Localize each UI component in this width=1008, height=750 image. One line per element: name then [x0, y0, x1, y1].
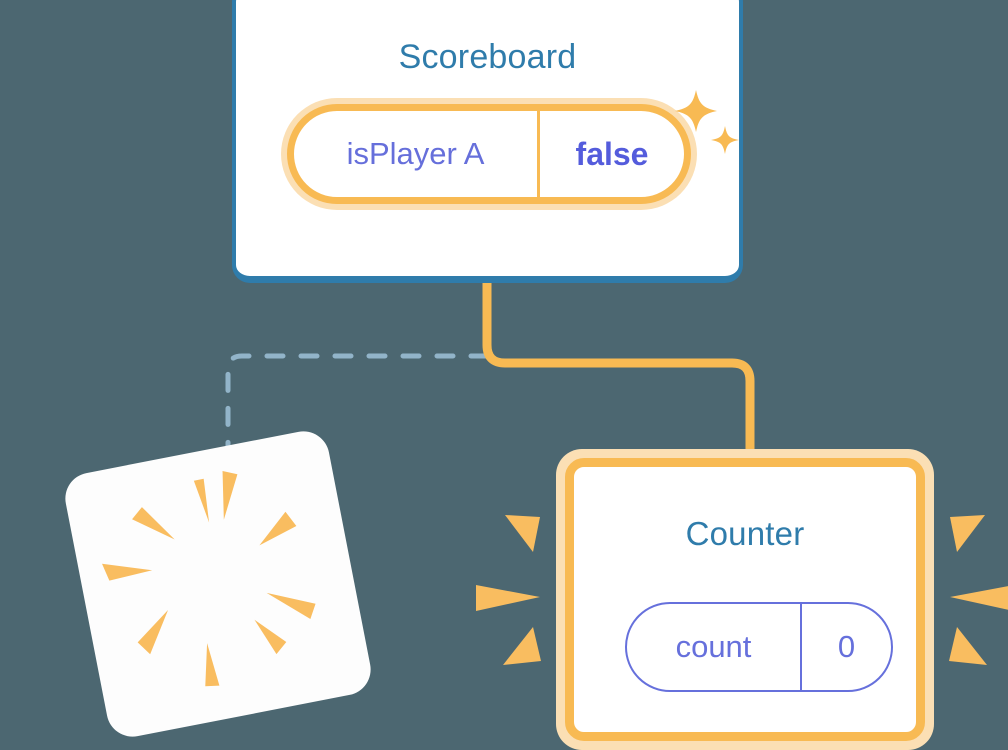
- burst-ray: [476, 585, 540, 611]
- blank-card-burst-rays: [102, 471, 316, 687]
- pill-divider: [537, 111, 540, 197]
- scoreboard-card[interactable]: Scoreboard isPlayer A false: [232, 0, 743, 283]
- counter-state-value: 0: [837, 629, 856, 664]
- burst-ray: [259, 511, 297, 546]
- burst-ray: [949, 627, 987, 665]
- burst-ray: [266, 592, 316, 620]
- counter-state-key: count: [675, 629, 752, 664]
- burst-ray: [222, 471, 238, 520]
- scoreboard-state-value: false: [575, 135, 649, 172]
- burst-ray: [102, 563, 153, 581]
- burst-ray: [254, 619, 287, 655]
- burst-ray: [205, 643, 220, 687]
- burst-ray: [950, 515, 985, 552]
- burst-ray: [137, 610, 169, 655]
- scoreboard-state-pill-inner: isPlayer A false: [287, 104, 691, 204]
- burst-ray: [505, 515, 540, 552]
- scoreboard-state-pill[interactable]: isPlayer A false: [281, 98, 697, 210]
- counter-card-inner: Counter count 0: [565, 458, 925, 741]
- counter-card[interactable]: Counter count 0: [556, 449, 934, 750]
- counter-title: Counter: [685, 515, 805, 552]
- blank-card[interactable]: [60, 426, 376, 742]
- scoreboard-title: Scoreboard: [398, 38, 577, 76]
- burst-ray: [132, 507, 175, 540]
- connector-scoreboard-to-counter: [482, 278, 755, 467]
- counter-state-pill[interactable]: count 0: [625, 602, 893, 692]
- burst-ray: [503, 627, 541, 665]
- burst-ray: [193, 478, 210, 523]
- pill-divider: [800, 604, 802, 690]
- scoreboard-state-key: isPlayer A: [346, 136, 485, 171]
- burst-ray: [950, 586, 1008, 610]
